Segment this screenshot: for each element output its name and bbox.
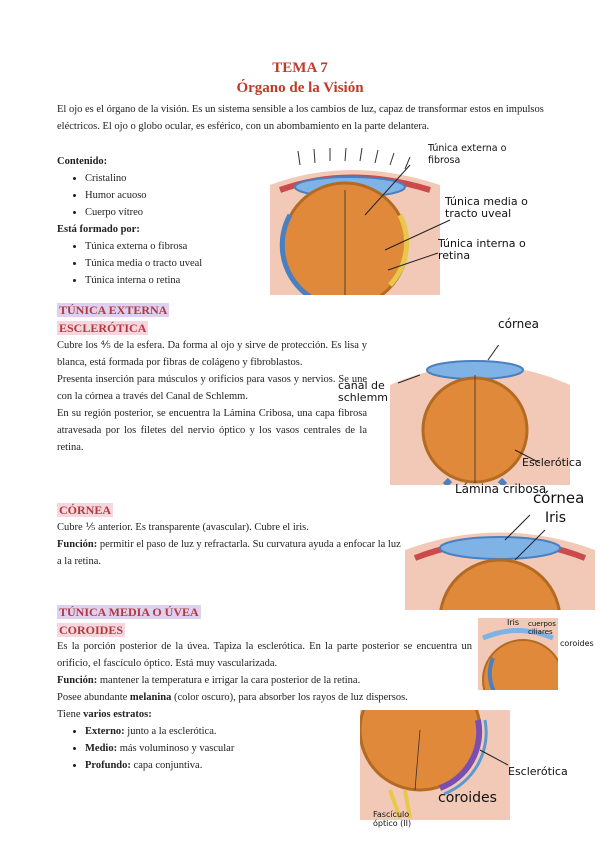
- coroides-text: Es la porción posterior de la úvea. Tapi…: [57, 638, 472, 774]
- cornea-text: Cubre ⅕ anterior. Es transparente (avasc…: [57, 519, 407, 570]
- list-item: Túnica media o tracto uveal: [85, 255, 267, 272]
- subsection-cornea: CÓRNEA: [57, 503, 114, 517]
- list-item: Cristalino: [85, 170, 267, 187]
- section-tunica-externa: TÚNICA EXTERNA: [57, 303, 170, 317]
- eye-diagram-cornea: [405, 514, 595, 610]
- contenido-label: Contenido:: [57, 156, 108, 167]
- coroides-p1: Es la porción posterior de la úvea. Tapi…: [57, 641, 472, 669]
- esclerotica-p2: Presenta inserción para músculos y orifi…: [57, 374, 367, 402]
- label-cornea: córnea: [498, 317, 540, 331]
- label-canal-schlemm: canal de schlemm: [338, 379, 389, 404]
- label-esclerotica-2: Esclerótica: [508, 765, 568, 778]
- list-item: Cuerpo vítreo: [85, 204, 267, 221]
- list-item: Túnica interna o retina: [85, 272, 267, 289]
- esclerotica-text: Cubre los ⅘ de la esfera. Da forma al oj…: [57, 337, 367, 456]
- label-coroides-small: coroides: [560, 639, 594, 648]
- label-tunica-media: Túnica media o tracto uveal: [445, 195, 528, 220]
- contenido-list: Cristalino Humor acuoso Cuerpo vítreo: [57, 170, 267, 221]
- cornea-p1: Cubre ⅕ anterior. Es transparente (avasc…: [57, 522, 309, 533]
- list-item: Humor acuoso: [85, 187, 267, 204]
- label-cornea-2: córnea: [533, 489, 585, 507]
- coroides-melanina: Posee abundante melanina (color oscuro),…: [57, 692, 408, 703]
- list-item: Profundo: capa conjuntiva.: [85, 757, 472, 774]
- label-cuerpos-ciliares: cuerpos ciliares: [528, 620, 556, 636]
- eye-diagram-coroides: [360, 710, 510, 820]
- eye-diagram-esclerotica: [390, 345, 570, 485]
- label-esclerotica: Esclerótica: [522, 456, 582, 469]
- formado-list: Túnica externa o fibrosa Túnica media o …: [57, 238, 267, 289]
- esclerotica-p1: Cubre los ⅘ de la esfera. Da forma al oj…: [57, 340, 367, 368]
- list-item: Medio: más voluminoso y vascular: [85, 740, 472, 757]
- estratos-list: Externo: junto a la esclerótica. Medio: …: [57, 723, 472, 774]
- label-fasciculo-optico: Fascículo óptico (II): [373, 810, 412, 828]
- section-tunica-media: TÚNICA MEDIA O ÚVEA: [57, 605, 201, 619]
- label-iris: Iris: [545, 510, 567, 526]
- label-coroides: coroides: [438, 790, 497, 806]
- cornea-funcion: Función: permitir el paso de luz y refra…: [57, 539, 401, 567]
- label-tunica-interna: Túnica interna o retina: [438, 237, 526, 262]
- list-item: Túnica externa o fibrosa: [85, 238, 267, 255]
- esclerotica-p3: En su región posterior, se encuentra la …: [57, 408, 367, 453]
- eye-diagram-tunicas: [270, 147, 451, 295]
- eye-diagram-iris-small: [478, 618, 558, 690]
- contenido-block: Contenido: Cristalino Humor acuoso Cuerp…: [57, 153, 267, 289]
- formado-label: Está formado por:: [57, 224, 140, 235]
- page-title: Órgano de la Visión: [236, 80, 364, 96]
- list-item: Externo: junto a la esclerótica.: [85, 723, 472, 740]
- label-lamina-cribosa: Lámina cribosa: [455, 482, 547, 496]
- intro-paragraph: El ojo es el órgano de la visión. Es un …: [57, 104, 544, 132]
- coroides-funcion: Función: mantener la temperatura e irrig…: [57, 675, 361, 686]
- label-iris-small: Iris: [507, 618, 520, 627]
- subsection-coroides: COROIDES: [57, 623, 126, 637]
- coroides-estratos-intro: Tiene varios estratos:: [57, 709, 152, 720]
- tema-number: TEMA 7: [272, 60, 328, 76]
- subsection-esclerotica: ESCLERÓTICA: [57, 321, 149, 335]
- label-tunica-externa: Túnica externa o fibrosa: [428, 143, 507, 166]
